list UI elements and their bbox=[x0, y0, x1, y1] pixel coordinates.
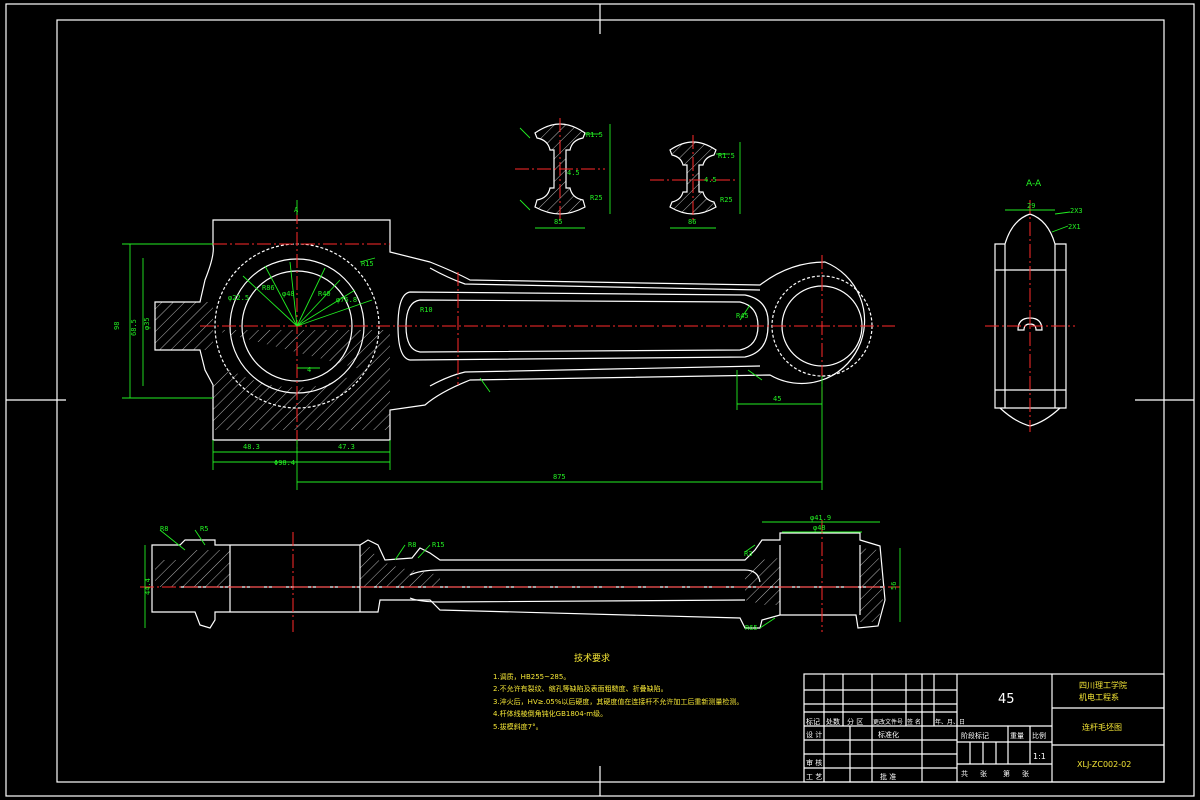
dim-4: 4 bbox=[307, 366, 311, 374]
bottom-dim-r15: R15 bbox=[432, 541, 445, 549]
dim-phi22-5: φ22.5 bbox=[228, 294, 249, 302]
dim-875: 875 bbox=[553, 473, 566, 481]
material: 45 bbox=[998, 692, 1015, 707]
dim-45: 45 bbox=[773, 395, 781, 403]
bottom-dim-r5: R5 bbox=[200, 525, 208, 533]
bottom-dim-phi48: φ48 bbox=[813, 524, 826, 532]
dim-phi98-4: Φ98.4 bbox=[274, 459, 295, 467]
sec2-dim-86: 86 bbox=[688, 218, 696, 226]
hdr-zone: 分 区 bbox=[847, 717, 863, 726]
section-view-1: R1.5 R25 4.5 85 bbox=[515, 118, 611, 229]
sec1-dim-85: 85 bbox=[554, 218, 562, 226]
drawing-number: XLJ-ZC002-02 bbox=[1077, 760, 1131, 769]
bottom-dim-phi41-9: φ41.9 bbox=[810, 514, 831, 522]
sec1-dim-r1-5: R1.5 bbox=[586, 131, 603, 139]
bottom-dim-56: 56 bbox=[890, 582, 898, 590]
dim-r45: R45 bbox=[736, 312, 749, 320]
dim-47-3: 47.3 bbox=[338, 443, 355, 451]
stage-label: 阶段标记 bbox=[961, 731, 989, 740]
sheet-no: 第 bbox=[1003, 769, 1010, 778]
sec2-dim-r1-5: R1.5 bbox=[718, 152, 735, 160]
side-view-a-a: A-A 29 2X3 2X1 bbox=[985, 179, 1083, 432]
hdr-signature: 签 名 bbox=[907, 718, 921, 726]
bottom-dim-44-4: 44.4 bbox=[144, 578, 152, 595]
bottom-view: R8 R5 R8 R15 φ41.9 φ48 R3 44.4 R65 56 bbox=[140, 514, 901, 632]
sec2-dim-r25: R25 bbox=[720, 196, 733, 204]
dim-phi76-8: φ76.8 bbox=[336, 296, 357, 304]
main-view: A R15 φ22.5 R86 φ48 R40 φ76.8 R10 R45 4 … bbox=[113, 200, 895, 490]
hdr-date: 年、月、日 bbox=[935, 718, 965, 726]
side-dim-29: 29 bbox=[1027, 202, 1035, 210]
hdr-count: 处数 bbox=[826, 717, 840, 726]
section-view-2: R1.5 R25 4.5 86 bbox=[650, 135, 741, 229]
bottom-dim-r3: R3 bbox=[744, 550, 752, 558]
row-approve: 批 准 bbox=[880, 772, 896, 781]
drawing-frame bbox=[5, 3, 1195, 797]
weight-label: 重量 bbox=[1010, 732, 1024, 740]
title-block: 45 四川理工学院 机电工程系 连杆毛坯图 XLJ-ZC002-02 1:1 标… bbox=[803, 673, 1165, 783]
dim-phi35: φ35 bbox=[143, 317, 151, 330]
tech-req-item-1: 1.调质，HB255~285。 bbox=[493, 672, 570, 681]
dim-r40: R40 bbox=[318, 290, 331, 298]
sec1-dim-r25: R25 bbox=[590, 194, 603, 202]
hdr-change-doc: 更改文件号 bbox=[873, 718, 903, 726]
side-dim-2x3: 2X3 bbox=[1070, 207, 1083, 215]
tech-req-item-5: 5.拔模斜度7°。 bbox=[493, 722, 543, 731]
sheet-label: 张 bbox=[1022, 769, 1029, 778]
tech-req-title: 技术要求 bbox=[574, 652, 610, 664]
organization-line2: 机电工程系 bbox=[1079, 692, 1119, 702]
section-label-a-a: A-A bbox=[1026, 179, 1042, 189]
sec1-dim-4-5: 4.5 bbox=[567, 169, 580, 177]
view-marker-a: A bbox=[294, 206, 299, 214]
row-check: 审 核 bbox=[806, 758, 822, 767]
dim-68-5: 68.5 bbox=[130, 319, 138, 336]
row-design: 设 计 bbox=[806, 730, 822, 739]
sheets-label: 张 bbox=[980, 769, 987, 778]
hdr-mark: 标记 bbox=[806, 717, 820, 726]
tech-req-item-3: 3.淬火后，HV≥.05%以后硬度，其硬度值在连接杆不允许加工后重新测量检测。 bbox=[493, 697, 743, 706]
technical-requirements: 技术要求 1.调质，HB255~285。 2.不允许有裂纹、缩孔等缺陷及表面粗糙… bbox=[493, 652, 743, 731]
row-standard: 标准化 bbox=[878, 730, 899, 739]
drawing-name: 连杆毛坯图 bbox=[1082, 722, 1122, 732]
dim-48-3: 48.3 bbox=[243, 443, 260, 451]
bottom-dim-r8: R8 bbox=[408, 541, 416, 549]
bottom-dim-r8-left: R8 bbox=[160, 525, 168, 533]
dim-r15: R15 bbox=[361, 260, 374, 268]
scale-value: 1:1 bbox=[1033, 752, 1046, 761]
dim-98: 98 bbox=[113, 322, 121, 330]
side-dim-2x1: 2X1 bbox=[1068, 223, 1081, 231]
sec2-dim-4-5: 4.5 bbox=[704, 176, 717, 184]
dim-r10: R10 bbox=[420, 306, 433, 314]
dim-r86: R86 bbox=[262, 284, 275, 292]
sheets-total: 共 bbox=[961, 769, 968, 778]
organization-line1: 四川理工学院 bbox=[1079, 680, 1127, 690]
tech-req-item-2: 2.不允许有裂纹、缩孔等缺陷及表面粗糙度、折叠缺陷。 bbox=[493, 684, 668, 693]
dim-phi48: φ48 bbox=[282, 290, 295, 298]
bottom-dim-r65: R65 bbox=[745, 624, 758, 632]
row-process: 工 艺 bbox=[806, 773, 822, 781]
tech-req-item-4: 4.杆体线棱倒角钝化GB1804-m级。 bbox=[493, 709, 607, 718]
scale-label: 比例 bbox=[1032, 731, 1046, 740]
